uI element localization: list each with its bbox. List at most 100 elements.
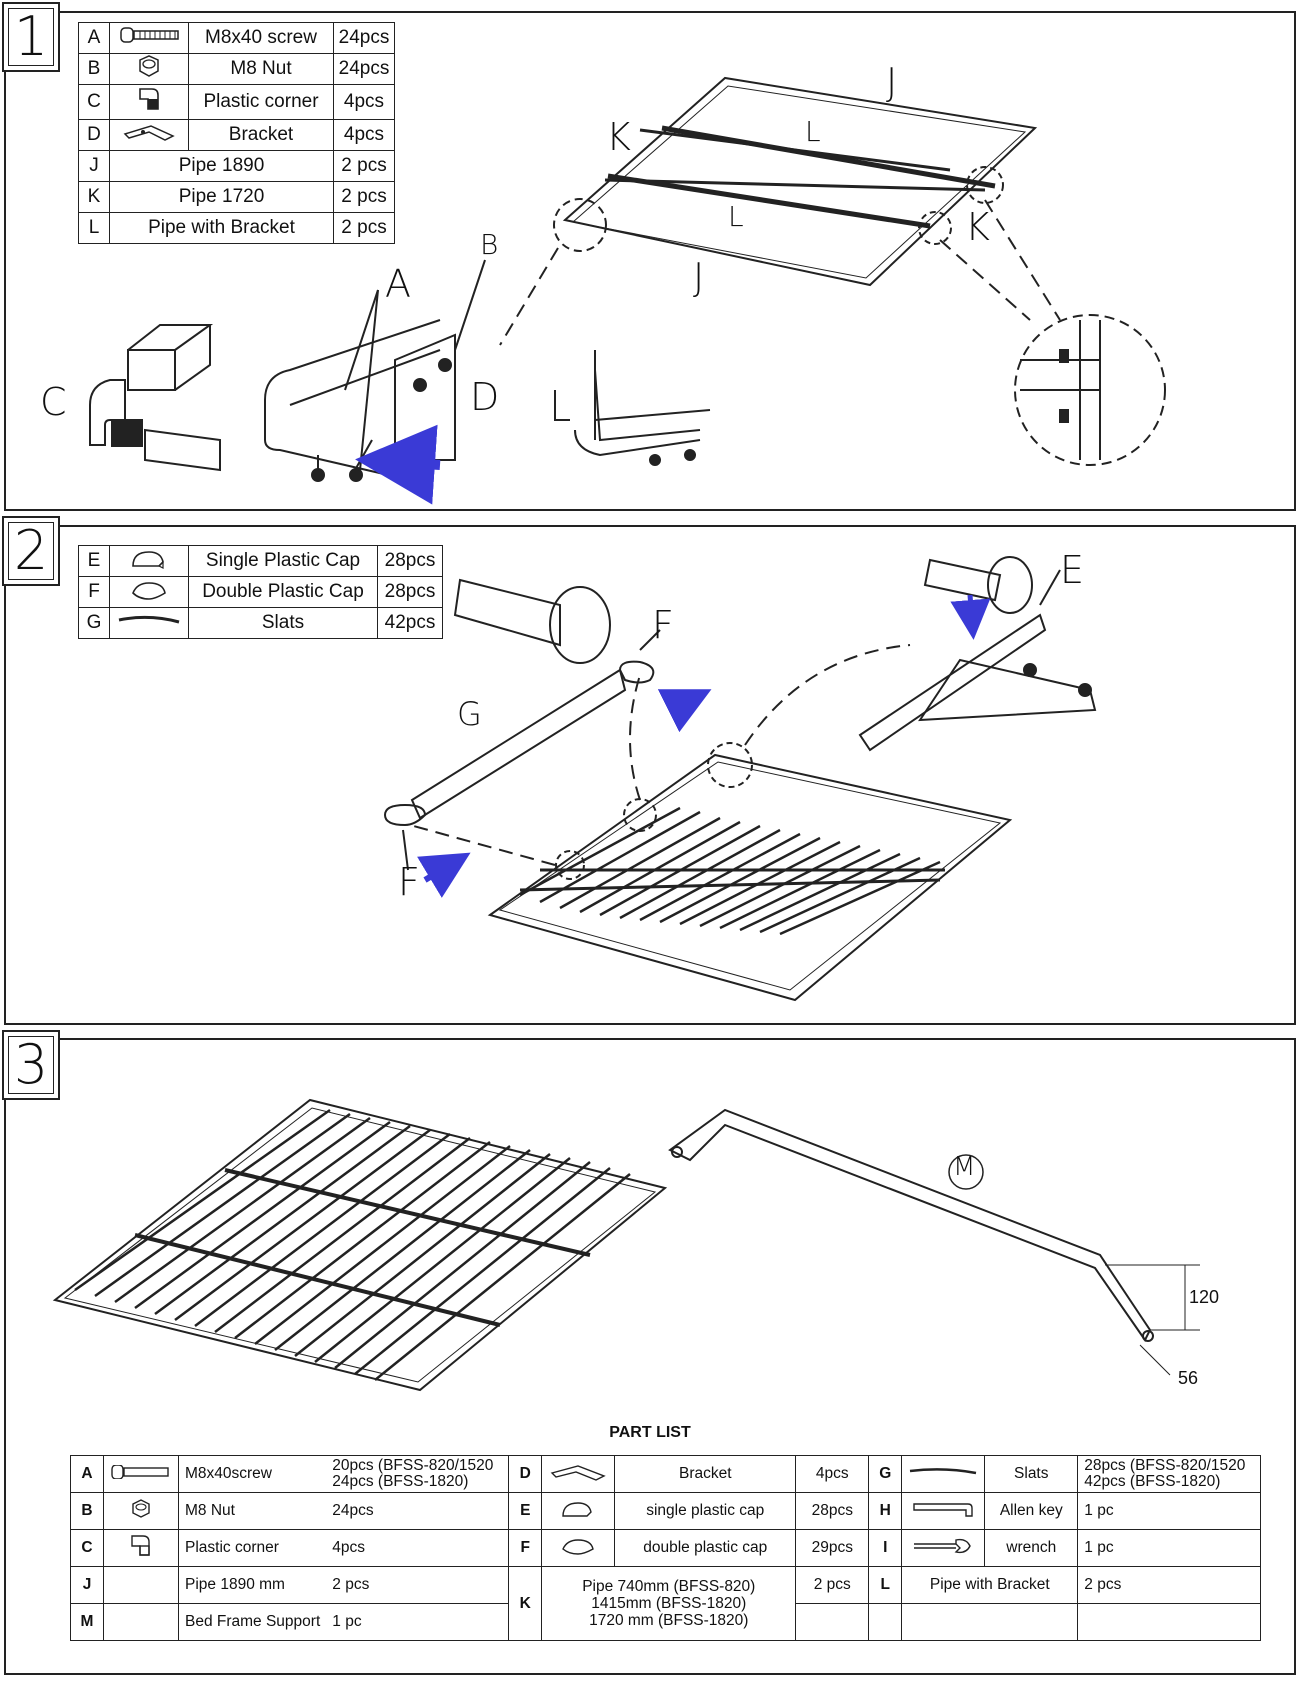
empty-cell	[868, 1603, 903, 1641]
part-name: M8 Nut	[178, 1492, 327, 1530]
parts-row: C Plastic corner 4pcs	[78, 84, 395, 120]
part-name: M8 Nut	[188, 53, 334, 85]
part-letter: D	[508, 1455, 543, 1493]
parts-row: E Single Plastic Cap 28pcs	[78, 545, 443, 577]
callout-F: F	[398, 860, 420, 904]
parts-row: B M8 Nut 24pcs	[78, 53, 395, 85]
dimension-height: 120	[1189, 1287, 1220, 1307]
part-qty: 4pcs	[333, 84, 395, 120]
part-list-title: PART LIST	[609, 1424, 691, 1441]
wrench-icon	[901, 1529, 986, 1567]
callout-A: A	[385, 262, 411, 306]
callout-K: K	[965, 205, 990, 249]
single-cap-icon	[541, 1492, 616, 1530]
part-name: Bed Frame Support	[178, 1603, 327, 1641]
parts-row: J Pipe 1890 2 pcs	[78, 150, 395, 182]
part-name: Single Plastic Cap	[188, 545, 378, 577]
screw-icon	[109, 22, 189, 54]
part-qty: 2 pcs	[333, 181, 395, 213]
part-name: Bracket	[188, 119, 334, 151]
plastic-corner-icon	[103, 1529, 179, 1567]
part-letter: K	[508, 1566, 543, 1641]
callout-L: L	[805, 115, 821, 148]
callout-J: J	[886, 60, 898, 104]
part-letter: L	[868, 1566, 903, 1604]
allen-key-icon	[901, 1492, 986, 1530]
part-letter: I	[868, 1529, 903, 1567]
table-row: J Pipe 1890 mm 2 pcs K Pipe 740mm (BFSS-…	[70, 1566, 1262, 1641]
part-name: Double Plastic Cap	[188, 576, 378, 608]
part-name: Pipe with Bracket	[109, 212, 334, 244]
step-3-panel	[4, 1038, 1296, 1675]
part-name: single plastic cap	[614, 1492, 797, 1530]
part-qty: 1 pc	[1077, 1492, 1262, 1530]
part-qty: 4pcs	[333, 119, 395, 151]
part-qty: 28pcs	[377, 545, 443, 577]
part-qty: 28pcs	[795, 1492, 870, 1530]
part-letter: F	[78, 576, 110, 608]
parts-row: D Bracket 4pcs	[78, 119, 395, 151]
parts-row: A M8x40 screw 24pcs	[78, 22, 395, 54]
step-2-parts-table: E Single Plastic Cap 28pcs F Double Plas…	[78, 545, 443, 639]
step-1-number: 1	[2, 2, 60, 72]
callout-C: C	[40, 380, 67, 424]
part-letter: C	[70, 1529, 104, 1567]
part-name: Bracket	[614, 1455, 797, 1493]
part-letter: K	[78, 181, 110, 213]
part-letter: D	[78, 119, 110, 151]
plastic-corner-icon	[109, 84, 189, 120]
empty-cell	[1077, 1603, 1262, 1641]
callout-F: F	[652, 603, 674, 647]
part-letter: L	[78, 212, 110, 244]
part-letter: J	[70, 1566, 104, 1604]
part-qty: 1 pc	[1077, 1529, 1262, 1567]
part-qty: 4pcs	[326, 1529, 510, 1567]
part-name: double plastic cap	[614, 1529, 797, 1567]
callout-G: G	[457, 695, 482, 733]
part-name: Pipe with Bracket	[901, 1566, 1079, 1604]
part-qty: 2 pcs	[333, 212, 395, 244]
table-row: M Bed Frame Support 1 pc	[70, 1603, 1262, 1641]
part-qty: 29pcs	[795, 1529, 870, 1567]
nut-icon	[103, 1492, 179, 1530]
part-letter: E	[508, 1492, 543, 1530]
slats-group	[519, 806, 941, 936]
part-qty: 28pcs (BFSS-820/1520 42pcs (BFSS-1820)	[1077, 1455, 1262, 1493]
slat-icon	[109, 607, 189, 639]
part-qty: 2 pcs	[1077, 1566, 1262, 1604]
part-name: Allen key	[984, 1492, 1079, 1530]
callout-M: M	[953, 1152, 976, 1182]
part-qty: 20pcs (BFSS-820/1520 24pcs (BFSS-1820)	[326, 1455, 510, 1493]
part-name: Pipe 1890 mm	[178, 1566, 327, 1604]
part-qty: 4pcs	[795, 1455, 870, 1493]
table-row: B M8 Nut 24pcs E single plastic cap 28pc…	[70, 1492, 1262, 1530]
callout-K: K	[606, 115, 631, 159]
step-1-frame-drawing	[499, 76, 1166, 466]
double-cap-icon	[541, 1529, 616, 1567]
step-2-panel	[4, 525, 1296, 1025]
parts-row: L Pipe with Bracket 2 pcs	[78, 212, 395, 244]
part-letter: B	[70, 1492, 104, 1530]
part-name: M8x40 screw	[188, 22, 334, 54]
slat-icon	[901, 1455, 986, 1493]
bracket-icon	[541, 1455, 616, 1493]
callout-B: B	[480, 228, 499, 261]
parts-row: G Slats 42pcs	[78, 607, 443, 639]
empty-cell	[795, 1603, 870, 1641]
part-qty: 24pcs	[326, 1492, 510, 1530]
part-qty: 2 pcs	[326, 1566, 510, 1604]
part-letter: B	[78, 53, 110, 85]
corner-bracket-drawing	[264, 259, 486, 505]
parts-row: F Double Plastic Cap 28pcs	[78, 576, 443, 608]
dimension-width: 56	[1178, 1368, 1199, 1388]
part-qty: 24pcs	[333, 53, 395, 85]
step-1-panel	[4, 11, 1296, 511]
step-2-number: 2	[2, 516, 60, 586]
part-name: Pipe 1890	[109, 150, 334, 182]
part-qty: 1 pc	[326, 1603, 510, 1641]
part-name: Pipe 1720	[109, 181, 334, 213]
empty-icon-cell	[103, 1603, 179, 1641]
plastic-corner-drawing	[89, 324, 221, 472]
part-qty: 28pcs	[377, 576, 443, 608]
